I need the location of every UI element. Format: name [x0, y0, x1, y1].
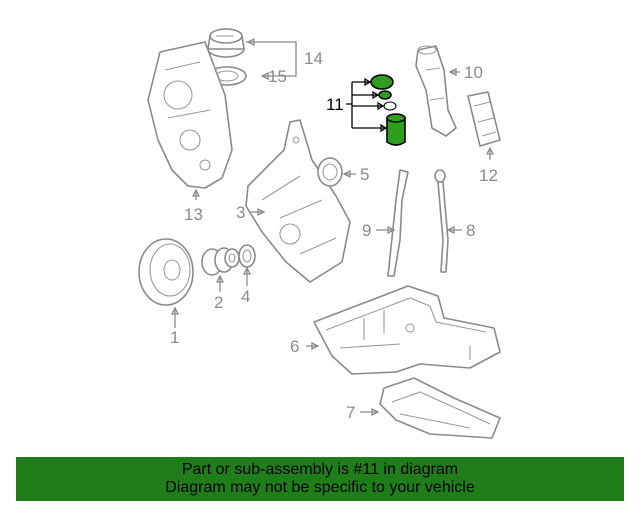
dipstick-tube-part — [387, 169, 409, 277]
leader-11 — [346, 77, 388, 133]
callout-9: 9 — [362, 221, 371, 240]
crankshaft-pulley-part — [138, 238, 194, 306]
callout-6: 6 — [290, 337, 299, 356]
leader-5 — [342, 169, 356, 179]
timing-case-cover-part — [147, 41, 233, 189]
callout-2: 2 — [214, 293, 223, 312]
callout-14: 14 — [304, 49, 323, 68]
leader-4 — [242, 266, 252, 286]
callout-7: 7 — [346, 403, 355, 422]
oil-cooler-part — [467, 91, 501, 147]
banner-line-2: Diagram may not be specific to your vehi… — [165, 479, 475, 496]
callout-12: 12 — [479, 166, 498, 185]
lower-oil-pan-part — [379, 377, 501, 439]
dipstick-part — [434, 169, 449, 273]
banner-line-1: Part or sub-assembly is #11 in diagram — [181, 461, 459, 478]
leader-12 — [485, 146, 495, 160]
hub-part — [201, 247, 240, 276]
callout-8: 8 — [466, 221, 475, 240]
info-banner: Part or sub-assembly is #11 in diagram D… — [16, 457, 624, 501]
callout-3: 3 — [236, 203, 245, 222]
callout-13: 13 — [184, 205, 203, 224]
crank-seal-part — [317, 157, 343, 187]
leader-13 — [191, 188, 201, 200]
leader-8 — [446, 225, 462, 235]
leader-6 — [306, 341, 320, 351]
callout-4: 4 — [241, 287, 250, 306]
callout-15: 15 — [268, 67, 287, 86]
oil-filter-housing-part — [415, 45, 457, 137]
leader-1 — [170, 306, 180, 328]
callout-5: 5 — [360, 165, 369, 184]
front-seal-part — [238, 244, 256, 268]
oil-filler-cap-part — [207, 28, 245, 58]
front-cover-part — [245, 119, 351, 283]
oil-pan-part — [313, 285, 501, 375]
leader-3 — [250, 207, 266, 217]
leader-10 — [448, 67, 460, 77]
leader-9 — [376, 225, 396, 235]
callout-10: 10 — [464, 63, 483, 82]
callout-11: 11 — [326, 95, 344, 114]
callout-1: 1 — [170, 328, 179, 347]
leader-2 — [215, 274, 225, 292]
leader-7 — [360, 407, 380, 417]
oil-filter-kit-part — [370, 74, 406, 146]
parts-diagram: 14 15 13 11 10 12 3 — [138, 28, 501, 439]
leader-14 — [246, 37, 297, 81]
